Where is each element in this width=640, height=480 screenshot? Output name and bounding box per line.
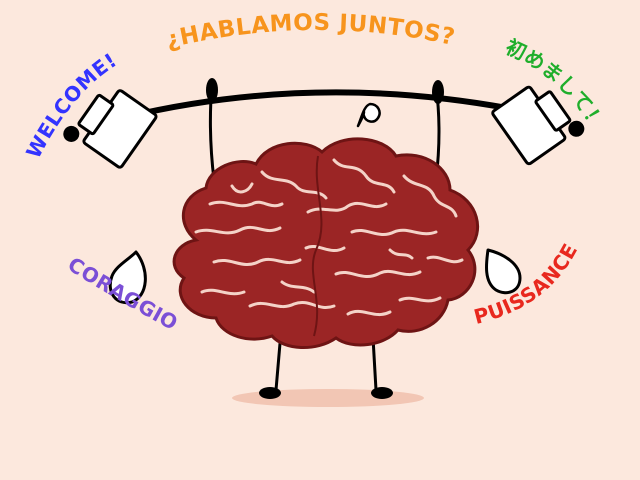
sweat-drop-icon-left bbox=[108, 250, 147, 305]
brain-folds bbox=[194, 158, 464, 317]
feet bbox=[259, 387, 393, 399]
brain-shape bbox=[172, 137, 480, 350]
brain-midline bbox=[311, 155, 323, 337]
right-weight-icon bbox=[491, 85, 585, 166]
left-weight-icon bbox=[63, 89, 158, 169]
sweat-drop-icon-right bbox=[484, 248, 522, 295]
hands bbox=[206, 78, 444, 104]
barbell-bar bbox=[119, 89, 531, 121]
sweat-drop-icon bbox=[356, 102, 381, 128]
brain bbox=[172, 137, 480, 350]
